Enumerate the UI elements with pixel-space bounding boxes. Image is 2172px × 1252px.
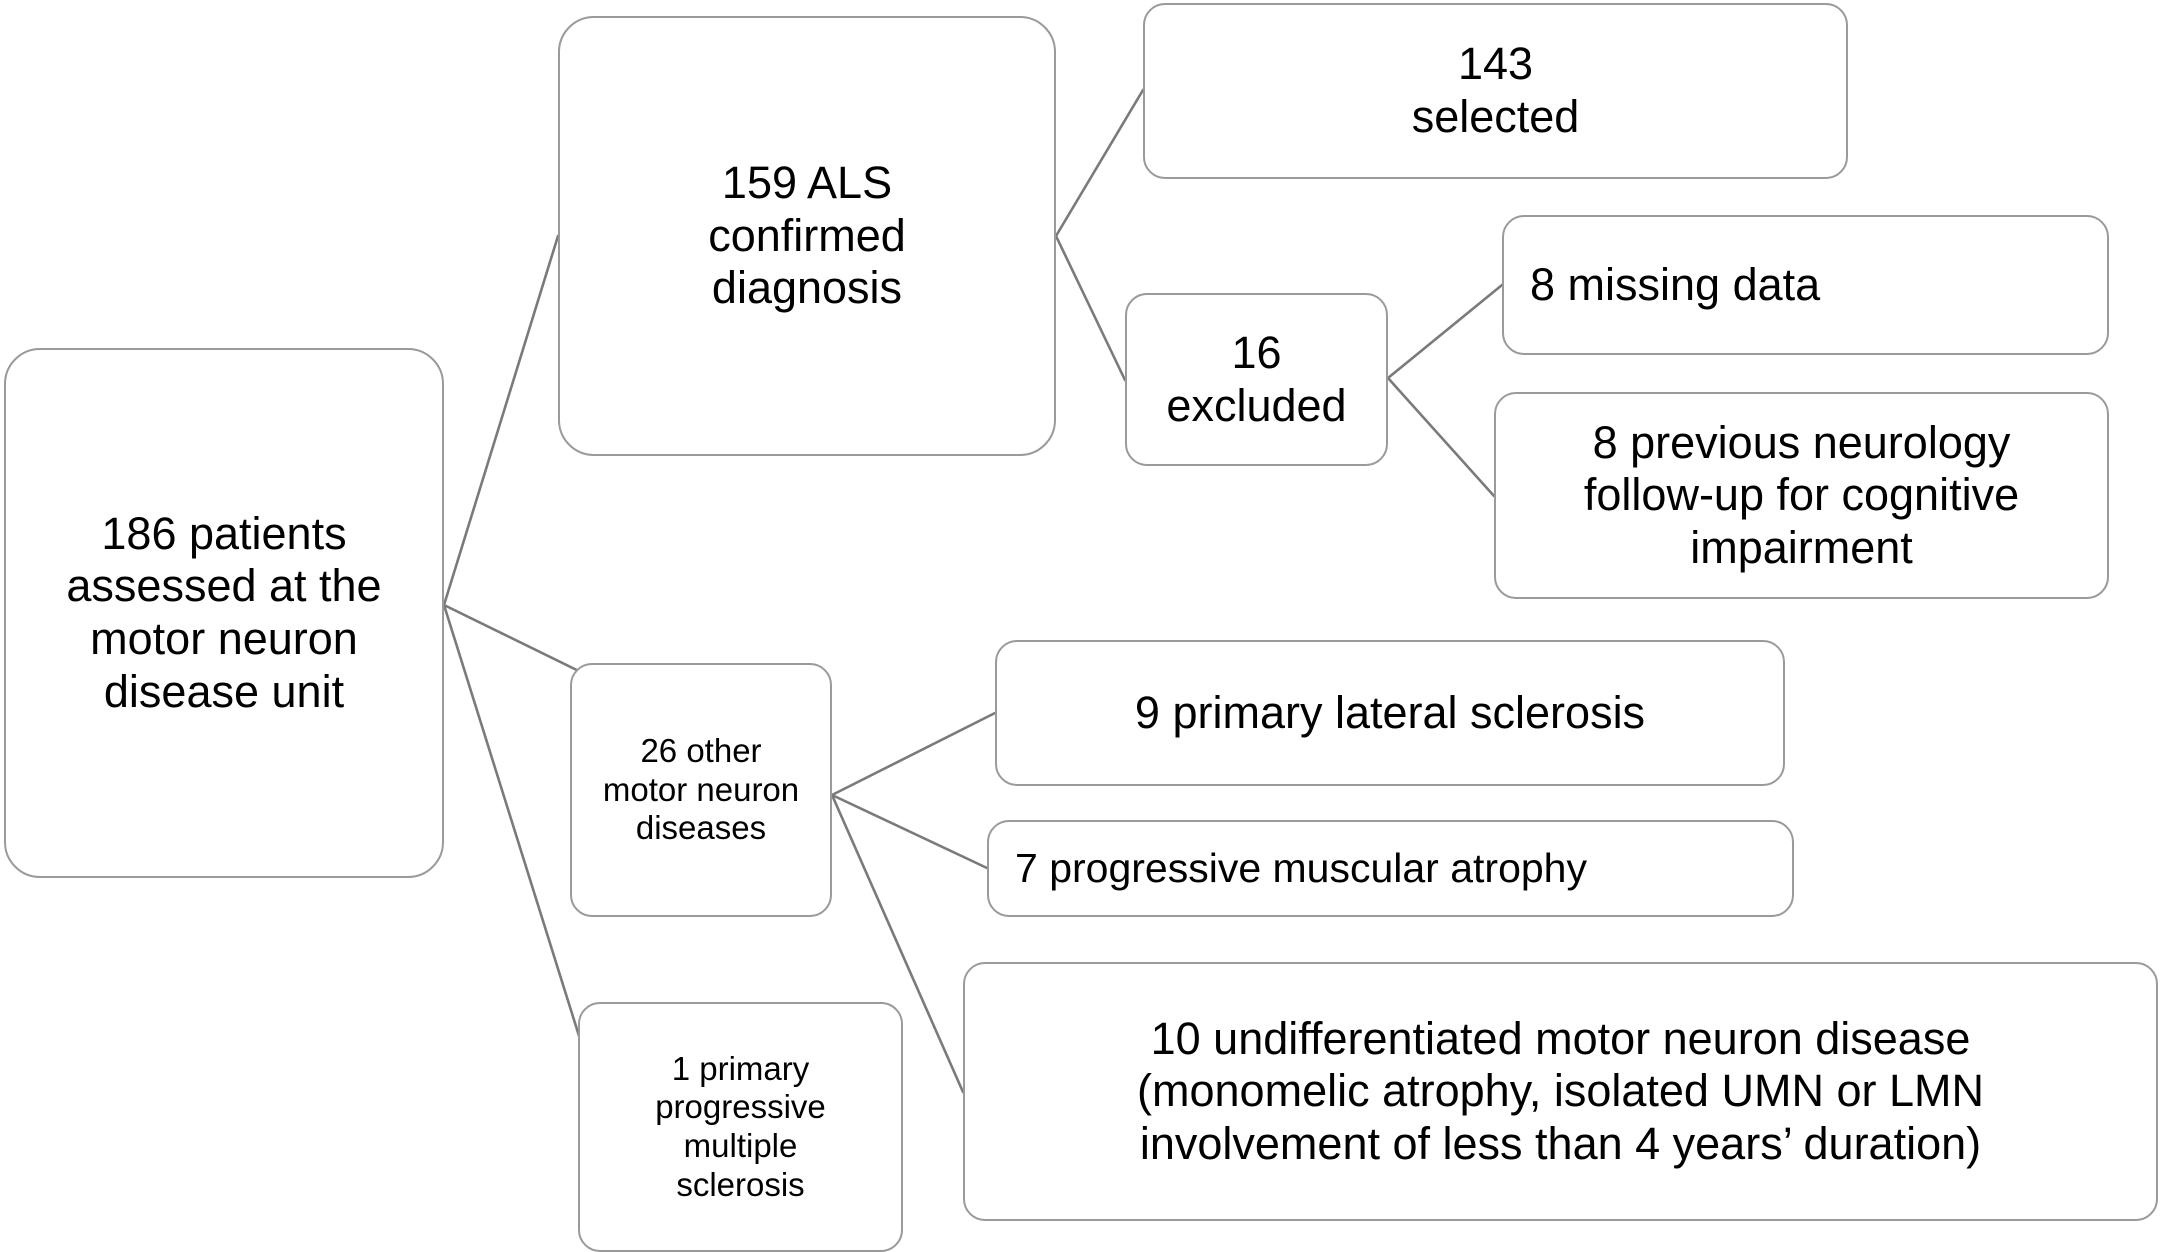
edge-root-als: [442, 234, 560, 607]
node-excluded[interactable]: 16 excluded: [1125, 293, 1388, 466]
node-other-motor-neuron-diseases[interactable]: 26 other motor neuron diseases: [570, 663, 832, 917]
node-root-assessed[interactable]: 186 patients assessed at the motor neuro…: [4, 348, 444, 878]
node-missing-data[interactable]: 8 missing data: [1502, 215, 2109, 355]
edge-als-excluded: [1054, 234, 1127, 382]
node-missing-data-label: 8 missing data: [1530, 258, 1821, 310]
node-previous-neurology-followup[interactable]: 8 previous neurology follow-up for cogni…: [1494, 392, 2109, 599]
node-undifferentiated-motor-neuron-disease[interactable]: 10 undifferentiated motor neuron disease…: [963, 962, 2158, 1221]
node-primary-progressive-multiple-sclerosis-label: 1 primary progressive multiple sclerosis: [655, 1049, 826, 1203]
node-undifferentiated-motor-neuron-disease-label: 10 undifferentiated motor neuron disease…: [1137, 1012, 1984, 1169]
node-primary-lateral-sclerosis-label: 9 primary lateral sclerosis: [1134, 686, 1646, 738]
node-primary-lateral-sclerosis[interactable]: 9 primary lateral sclerosis: [995, 640, 1785, 786]
edge-other-pma: [830, 793, 989, 870]
edge-excluded-prevneuro: [1386, 376, 1496, 498]
node-selected-label: 143 selected: [1411, 38, 1580, 142]
node-als-label: 159 ALS confirmed diagnosis: [708, 157, 906, 314]
edge-als-selected: [1054, 88, 1145, 238]
node-primary-progressive-multiple-sclerosis[interactable]: 1 primary progressive multiple sclerosis: [578, 1002, 903, 1252]
node-als-confirmed[interactable]: 159 ALS confirmed diagnosis: [558, 16, 1056, 456]
edge-excluded-missing: [1386, 283, 1504, 380]
edge-other-pls: [830, 711, 997, 797]
node-root-label: 186 patients assessed at the motor neuro…: [66, 507, 382, 717]
node-previous-neurology-followup-label: 8 previous neurology follow-up for cogni…: [1583, 416, 2020, 573]
node-progressive-muscular-atrophy[interactable]: 7 progressive muscular atrophy: [987, 820, 1794, 917]
node-other-motor-neuron-diseases-label: 26 other motor neuron diseases: [602, 732, 800, 847]
node-progressive-muscular-atrophy-label: 7 progressive muscular atrophy: [1015, 844, 1587, 891]
node-selected[interactable]: 143 selected: [1143, 3, 1848, 179]
node-excluded-label: 16 excluded: [1166, 326, 1347, 431]
